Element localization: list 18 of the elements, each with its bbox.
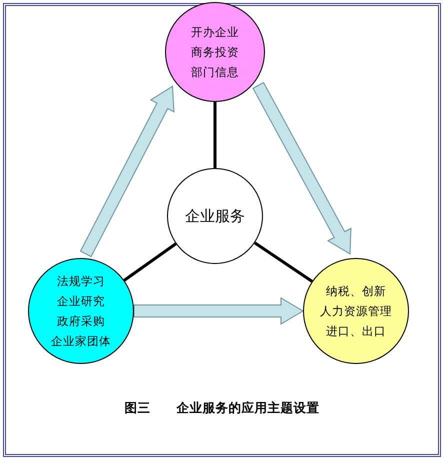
circle-label: 商务投资 <box>191 44 239 61</box>
block-arrow <box>80 85 174 258</box>
circle-label: 政府采购 <box>57 313 105 330</box>
block-arrow <box>252 82 352 255</box>
circle-label: 企业家团体 <box>51 333 111 350</box>
circle-label: 人力资源管理 <box>320 303 392 320</box>
circle-label: 企业服务 <box>185 206 245 226</box>
circle-label: 部门信息 <box>191 64 239 81</box>
circle-label: 企业研究 <box>57 293 105 310</box>
connector-line <box>214 102 216 168</box>
connector-line <box>254 242 313 283</box>
block-arrow <box>134 297 304 325</box>
circle-label: 开办企业 <box>191 24 239 41</box>
circle-label: 纳税、创新 <box>326 283 386 300</box>
caption: 图三 企业服务的应用主题设置 <box>124 400 320 417</box>
circle-label: 进口、出口 <box>326 323 386 340</box>
connector-line <box>123 242 177 282</box>
circle-label: 法规学习 <box>57 273 105 290</box>
